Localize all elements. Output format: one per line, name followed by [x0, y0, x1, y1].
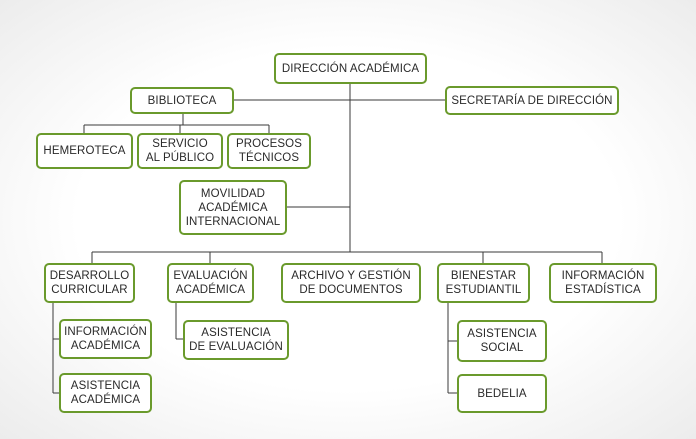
node-procesos-tecnicos: PROCESOS TÉCNICOS: [227, 133, 311, 169]
node-asistencia-evaluacion: ASISTENCIA DE EVALUACIÓN: [183, 320, 289, 360]
node-bedelia: BEDELIA: [457, 374, 547, 413]
node-bienestar-estudiantil: BIENESTAR ESTUDIANTIL: [437, 263, 530, 303]
node-asistencia-academica: ASISTENCIA ACADÉMICA: [59, 373, 152, 413]
node-direccion-academica: DIRECCIÓN ACADÉMICA: [274, 53, 427, 84]
node-biblioteca: BIBLIOTECA: [130, 87, 234, 114]
node-evaluacion-academica: EVALUACIÓN ACADÉMICA: [167, 263, 254, 303]
node-informacion-estadistica: INFORMACIÓN ESTADÍSTICA: [549, 263, 657, 303]
node-servicio-publico: SERVICIO AL PÚBLICO: [137, 133, 223, 169]
node-archivo-gestion: ARCHIVO Y GESTIÓN DE DOCUMENTOS: [281, 263, 421, 303]
node-movilidad-academica: MOVILIDAD ACADÉMICA INTERNACIONAL: [179, 180, 287, 235]
node-asistencia-social: ASISTENCIA SOCIAL: [457, 320, 547, 362]
node-informacion-academica: INFORMACIÓN ACADÉMICA: [59, 319, 152, 359]
node-hemeroteca: HEMEROTECA: [36, 133, 133, 169]
node-desarrollo-curricular: DESARROLLO CURRICULAR: [44, 263, 135, 303]
node-secretaria-direccion: SECRETARÍA DE DIRECCIÓN: [445, 86, 619, 115]
